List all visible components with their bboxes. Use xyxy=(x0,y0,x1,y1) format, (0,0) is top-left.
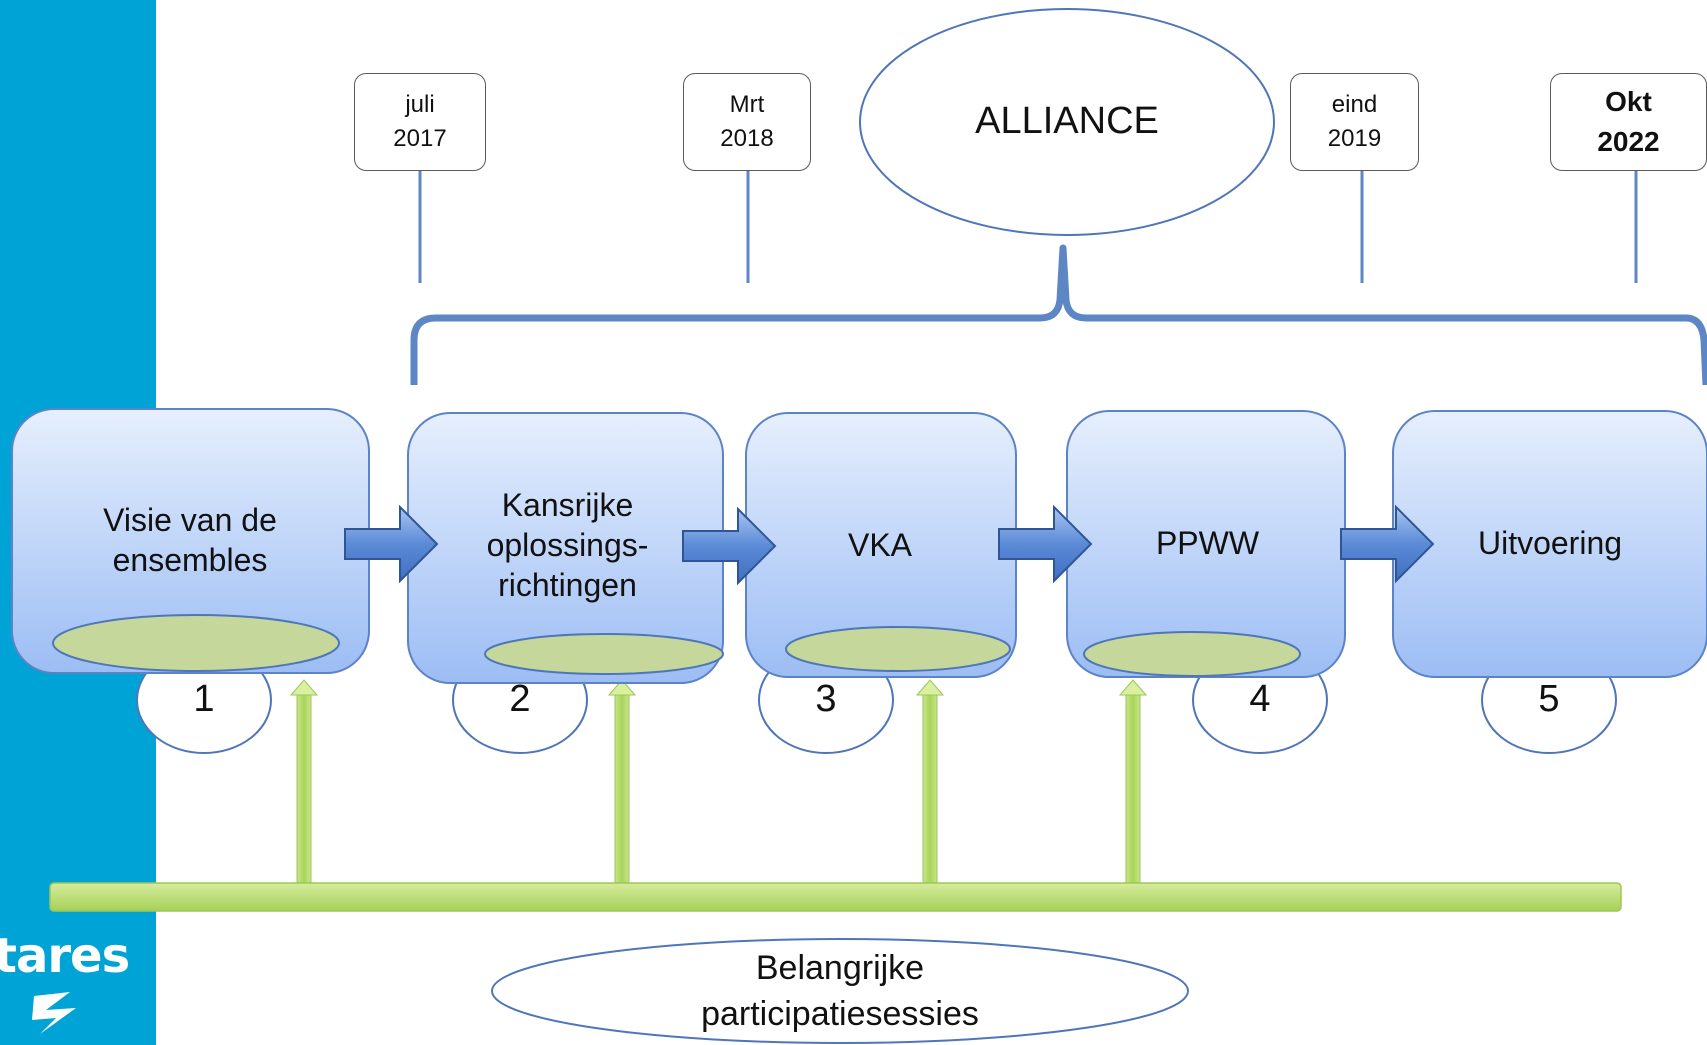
milestone-date-2: Mrt 2018 xyxy=(683,73,811,171)
participation-bar xyxy=(49,882,1622,912)
phase-number-2: 2 xyxy=(509,678,531,721)
flow-arrow-1 xyxy=(344,504,439,584)
phase-label-5: Uitvoering xyxy=(1477,525,1623,561)
participation-arrow-4 xyxy=(1118,679,1148,884)
participation-arrow-2 xyxy=(607,679,637,884)
phase-label-1: Visie van de ensembles xyxy=(103,502,277,578)
alliance-ellipse xyxy=(859,8,1275,236)
flow-arrow-2 xyxy=(682,506,777,586)
participation-ellipse-2 xyxy=(484,633,724,675)
phase-boxes xyxy=(11,408,1707,684)
phase-number-1: 1 xyxy=(193,678,215,721)
participation-arrow-1 xyxy=(289,679,319,884)
phase-label-4: PPWW xyxy=(1155,525,1260,561)
alliance-label: ALLIANCE xyxy=(975,100,1159,143)
phase-number-3: 3 xyxy=(815,678,837,721)
phase-label-3: VKA xyxy=(847,527,913,563)
participation-label: Belangrijke participatiesessies xyxy=(701,949,979,1033)
milestone-date-4: Okt 2022 xyxy=(1550,73,1707,171)
participation-ellipse-3 xyxy=(785,626,1011,672)
phase-label-2: Kansrijke oplossings- richtingen xyxy=(486,487,649,603)
phase-number-5: 5 xyxy=(1538,678,1560,721)
participation-label-ellipse xyxy=(491,938,1189,1044)
participation-ellipses xyxy=(52,614,1301,677)
logo-wordmark: tares xyxy=(0,928,130,984)
participation-arrows xyxy=(289,679,1148,884)
participation-ellipse-1 xyxy=(52,614,340,672)
flow-arrow-3 xyxy=(998,504,1093,584)
participation-arrow-3 xyxy=(915,679,945,884)
phase-number-4: 4 xyxy=(1249,678,1271,721)
logo-wave-icon xyxy=(32,992,76,1034)
flow-arrow-4 xyxy=(1340,504,1435,584)
flow-arrows xyxy=(344,504,1435,586)
participation-ellipse-4 xyxy=(1083,631,1301,677)
alliance-brace xyxy=(410,244,1707,386)
milestone-date-3: eind 2019 xyxy=(1290,73,1419,171)
milestone-date-1: juli 2017 xyxy=(354,73,486,171)
milestone-connectors xyxy=(418,170,1638,283)
